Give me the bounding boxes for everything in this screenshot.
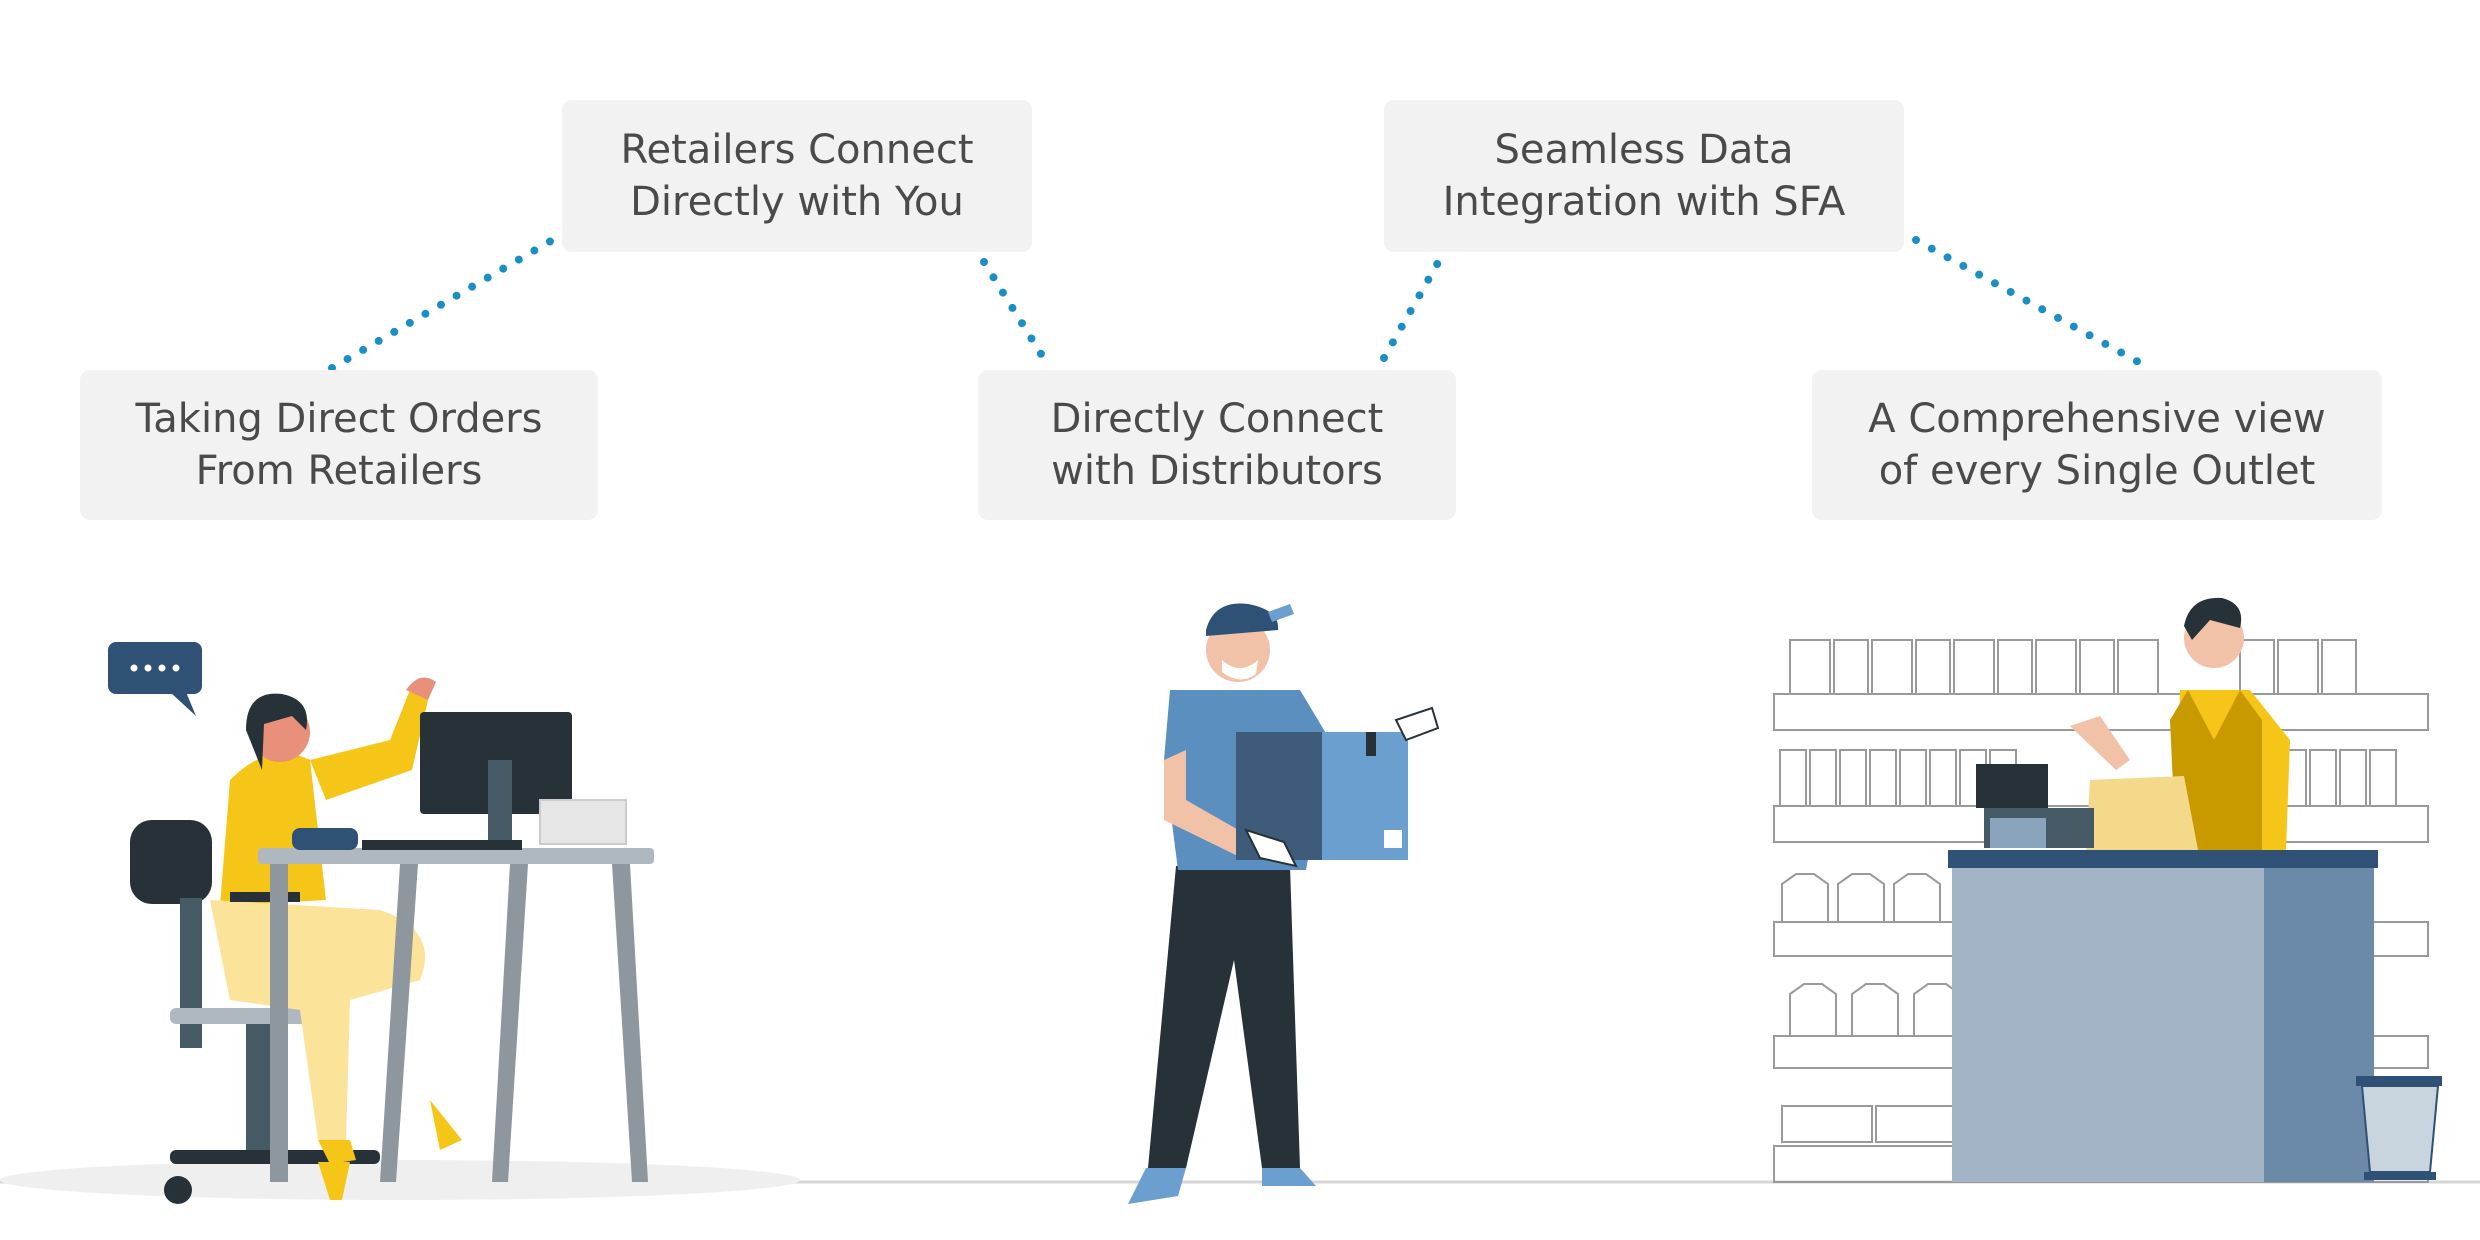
box-comprehensive-view: A Comprehensive view of every Single Out…	[1812, 370, 2382, 520]
box-label: Directly Connect with Distributors	[1050, 396, 1384, 494]
connector-retailers-to-distributors	[980, 258, 1050, 366]
connector-seamless-to-comprehensive	[1912, 236, 2146, 368]
trash-bin-icon	[2356, 1076, 2442, 1086]
shopkeeper-illustration	[1948, 597, 2442, 1182]
box-label: Seamless Data Integration with SFA	[1442, 127, 1846, 225]
store-counter	[1948, 850, 2378, 868]
call-center-agent-illustration	[108, 642, 654, 1204]
cash-register-icon	[1976, 764, 2048, 808]
connector-distributors-to-seamless	[1380, 248, 1448, 362]
box-label: Retailers Connect Directly with You	[620, 127, 974, 225]
connector-taking-to-retailers	[328, 234, 560, 372]
delivery-man-illustration	[1128, 603, 1440, 1204]
box-label: A Comprehensive view of every Single Out…	[1868, 396, 2326, 494]
speech-bubble-icon	[108, 642, 202, 694]
box-seamless-data: Seamless Data Integration with SFA	[1384, 100, 1904, 252]
box-retailers-connect: Retailers Connect Directly with You	[562, 100, 1032, 252]
floor-shadow	[0, 1160, 800, 1200]
box-label: Taking Direct Orders From Retailers	[135, 396, 543, 494]
box-taking-orders: Taking Direct Orders From Retailers	[80, 370, 598, 520]
box-connect-distributors: Directly Connect with Distributors	[978, 370, 1456, 520]
